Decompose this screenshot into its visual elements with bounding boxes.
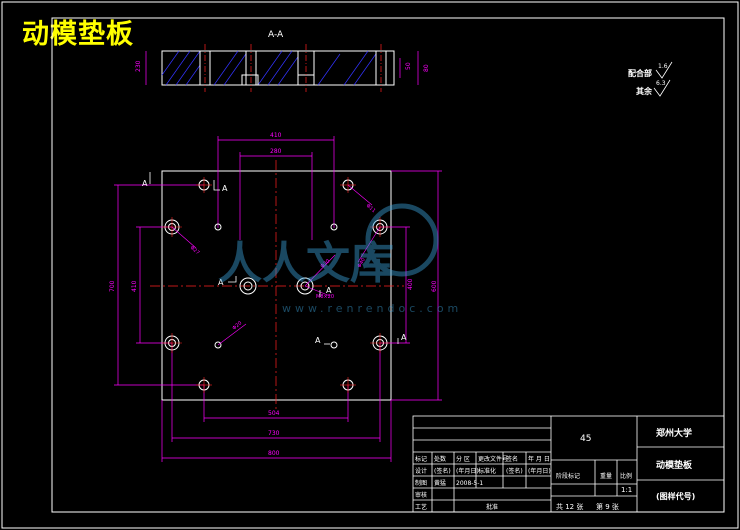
tb-r1-c4: 更改文件号 xyxy=(478,455,508,463)
plan-view: 410 280 700 410 600 400 504 730 800 xyxy=(109,132,442,462)
tb-r1-c5: 签名 xyxy=(506,455,518,463)
dim-bottom-mid: 730 xyxy=(268,430,280,437)
tb-weight: 重量 xyxy=(600,472,612,480)
roughness-value-2: 6.3 xyxy=(656,80,666,87)
tb-r2-c3: (年月日) xyxy=(456,467,479,475)
tb-r2-c1: 设计 xyxy=(415,467,427,475)
section-dim-left: 230 xyxy=(135,60,142,72)
inner-frame xyxy=(51,17,725,513)
tb-r3-c2: 黄猛 xyxy=(434,479,446,487)
hole-label-3: Φ30 xyxy=(319,258,331,269)
tb-r2-c4: 标准化 xyxy=(478,467,496,475)
watermark-brand: 人人文库 xyxy=(218,238,394,289)
tb-sheet-no: 第 9 张 xyxy=(596,502,619,511)
hole-label-2: Φ27 xyxy=(189,245,201,256)
section-marker-6: A xyxy=(401,333,407,342)
section-marker-5: A xyxy=(315,336,321,345)
section-marker-3: A xyxy=(218,278,224,287)
section-dim-right-outer: 80 xyxy=(423,64,430,72)
section-marker-2: A xyxy=(222,184,228,193)
tb-stage-mark: 阶段标记 xyxy=(556,472,580,480)
section-dim-right-inner: 50 xyxy=(405,62,412,70)
dim-left-outer: 700 xyxy=(109,280,116,292)
tb-r2-c5: (签名) xyxy=(506,467,523,475)
pin-hole-2 xyxy=(330,223,338,231)
tb-r1-c3: 分 区 xyxy=(456,455,470,463)
pin-hole-3 xyxy=(214,341,222,349)
dim-top-outer: 410 xyxy=(270,132,282,139)
dim-right-inner: 400 xyxy=(407,278,414,290)
watermark-url: www.renrendoc.com xyxy=(282,302,462,315)
tb-r3-c3: 2008-5-1 xyxy=(456,480,483,487)
dim-top-inner: 280 xyxy=(270,148,282,155)
hole-label-4: Φ40 xyxy=(357,257,367,269)
dim-bottom-inner: 504 xyxy=(268,410,280,417)
pin-hole-4 xyxy=(330,341,338,349)
hole-center-left xyxy=(239,277,257,295)
tb-r4-c1: 审核 xyxy=(415,491,427,499)
pin-hole-1 xyxy=(214,223,222,231)
roughness-symbol-2 xyxy=(653,79,671,97)
tb-r5-c1: 工艺 xyxy=(415,503,427,511)
drawing-title: 动模垫板 xyxy=(22,19,134,50)
tb-r1-c2: 处数 xyxy=(434,455,446,463)
section-view: 230 50 80 xyxy=(135,44,430,92)
tb-scale-label: 比例 xyxy=(620,472,632,480)
tb-r1-c1: 标记 xyxy=(415,455,427,463)
dim-bottom-outer: 800 xyxy=(268,450,280,457)
section-label: A-A xyxy=(268,30,284,40)
tb-scale: 1:1 xyxy=(621,486,632,494)
hole-center xyxy=(296,277,314,295)
roughness-symbol-1 xyxy=(655,61,673,79)
section-marker-4: A xyxy=(326,286,332,295)
plate-outline xyxy=(161,170,392,401)
dim-right-outer: 600 xyxy=(431,280,438,292)
tb-material: 45 xyxy=(580,434,591,444)
tb-sheet-total: 共 12 张 xyxy=(556,502,583,511)
hole-label-5: Φ20 xyxy=(231,320,243,331)
hole-label-6: M8×20 xyxy=(316,294,334,300)
roughness-notes: 配合部 1.6 其余 6.3 xyxy=(628,61,673,97)
roughness-value-1: 1.6 xyxy=(658,63,668,70)
roughness-label-2: 其余 xyxy=(636,86,653,96)
watermark: 人人文库 www.renrendoc.com xyxy=(218,203,462,315)
tb-r5-c3: 批准 xyxy=(486,503,498,511)
tb-school: 郑州大学 xyxy=(656,427,692,439)
tb-r3-c1: 制图 xyxy=(415,479,427,487)
section-marker-1: A xyxy=(142,179,148,188)
dim-left-inner: 410 xyxy=(131,280,138,292)
tb-r2-c6: (年月日) xyxy=(528,467,551,475)
tb-drawing-no: (图样代号) xyxy=(656,491,695,501)
tb-r1-c6: 年 月 日 xyxy=(528,455,550,463)
hole-label-1: Φ11 xyxy=(365,203,377,214)
roughness-label-1: 配合部 xyxy=(628,68,652,78)
title-block xyxy=(412,415,725,513)
tb-r2-c2: (签名) xyxy=(434,467,451,475)
tb-part-name: 动模垫板 xyxy=(656,459,693,471)
